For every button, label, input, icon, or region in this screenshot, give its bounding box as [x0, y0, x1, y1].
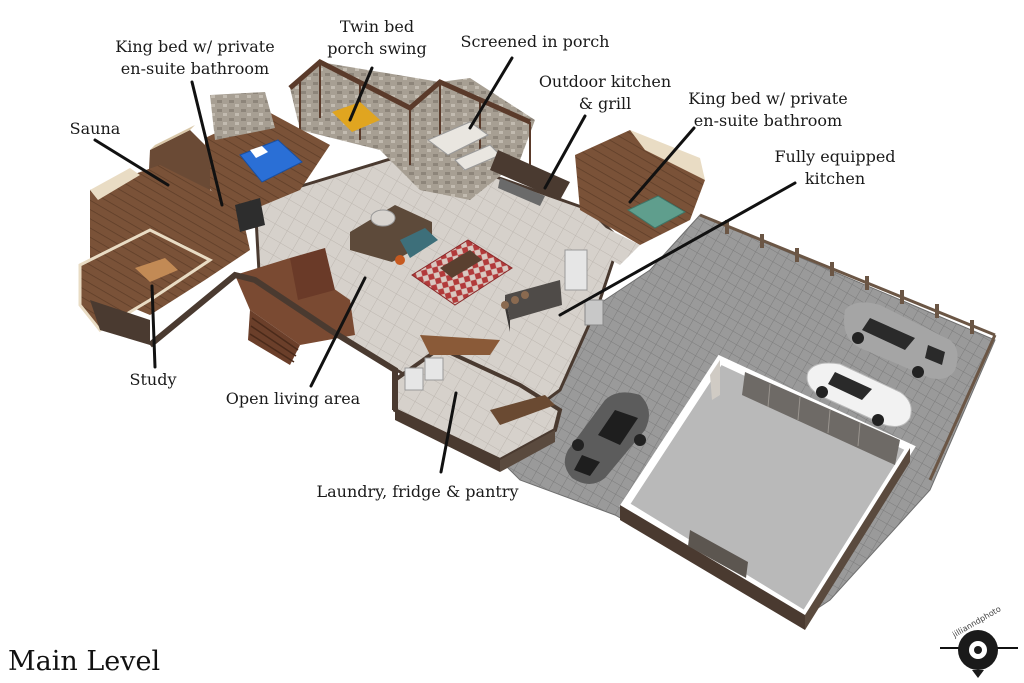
- leader-line-king-bed-right: [628, 126, 696, 204]
- leader-line-kitchen: [558, 181, 797, 317]
- label-study: Study: [129, 370, 177, 389]
- study-wing: [78, 165, 265, 345]
- leader-line-king-bed-left: [190, 80, 224, 207]
- kitchen-block: [501, 249, 604, 332]
- fence: [699, 213, 997, 481]
- label-king-bed-right: King bed w/ private en-suite bathroom: [688, 89, 848, 130]
- garage: [619, 354, 916, 630]
- dining-table: [440, 250, 482, 278]
- leader-line-living: [309, 276, 367, 388]
- dining-rug: [411, 239, 513, 306]
- leader-line-laundry: [439, 391, 458, 474]
- page-title: Main Level: [8, 646, 161, 677]
- label-fully-equipped-kitchen: Fully equipped kitchen: [774, 147, 896, 188]
- car-grey-bottom: [564, 392, 649, 484]
- label-sauna: Sauna: [69, 119, 121, 138]
- screened-porch: [288, 59, 535, 200]
- laundry-wing: [393, 335, 563, 472]
- outdoor-kitchen: [490, 150, 570, 206]
- leader-lines: [93, 56, 797, 474]
- label-laundry: Laundry, fridge & pantry: [316, 482, 519, 501]
- car-white: [806, 362, 912, 427]
- living-sofas: [350, 205, 438, 265]
- car-grey-top: [844, 302, 958, 379]
- house-front-wall: [148, 271, 398, 410]
- watermark-logo: jillianndphoto: [940, 604, 1018, 678]
- leader-line-screened-porch: [468, 56, 514, 130]
- label-twin-bed: Twin bed porch swing: [327, 17, 427, 58]
- leader-line-outdoor-kitchen: [543, 114, 587, 190]
- label-outdoor-kitchen: Outdoor kitchen & grill: [538, 72, 672, 113]
- label-screened-porch: Screened in porch: [460, 32, 610, 51]
- leader-line-study: [150, 284, 157, 369]
- left-bedroom: [205, 92, 330, 215]
- leader-line-sauna: [93, 138, 170, 187]
- right-bedroom: [575, 130, 705, 265]
- label-king-bed-left: King bed w/ private en-suite bathroom: [115, 37, 275, 78]
- label-open-living: Open living area: [225, 389, 361, 408]
- leader-line-twin-bed: [348, 66, 374, 122]
